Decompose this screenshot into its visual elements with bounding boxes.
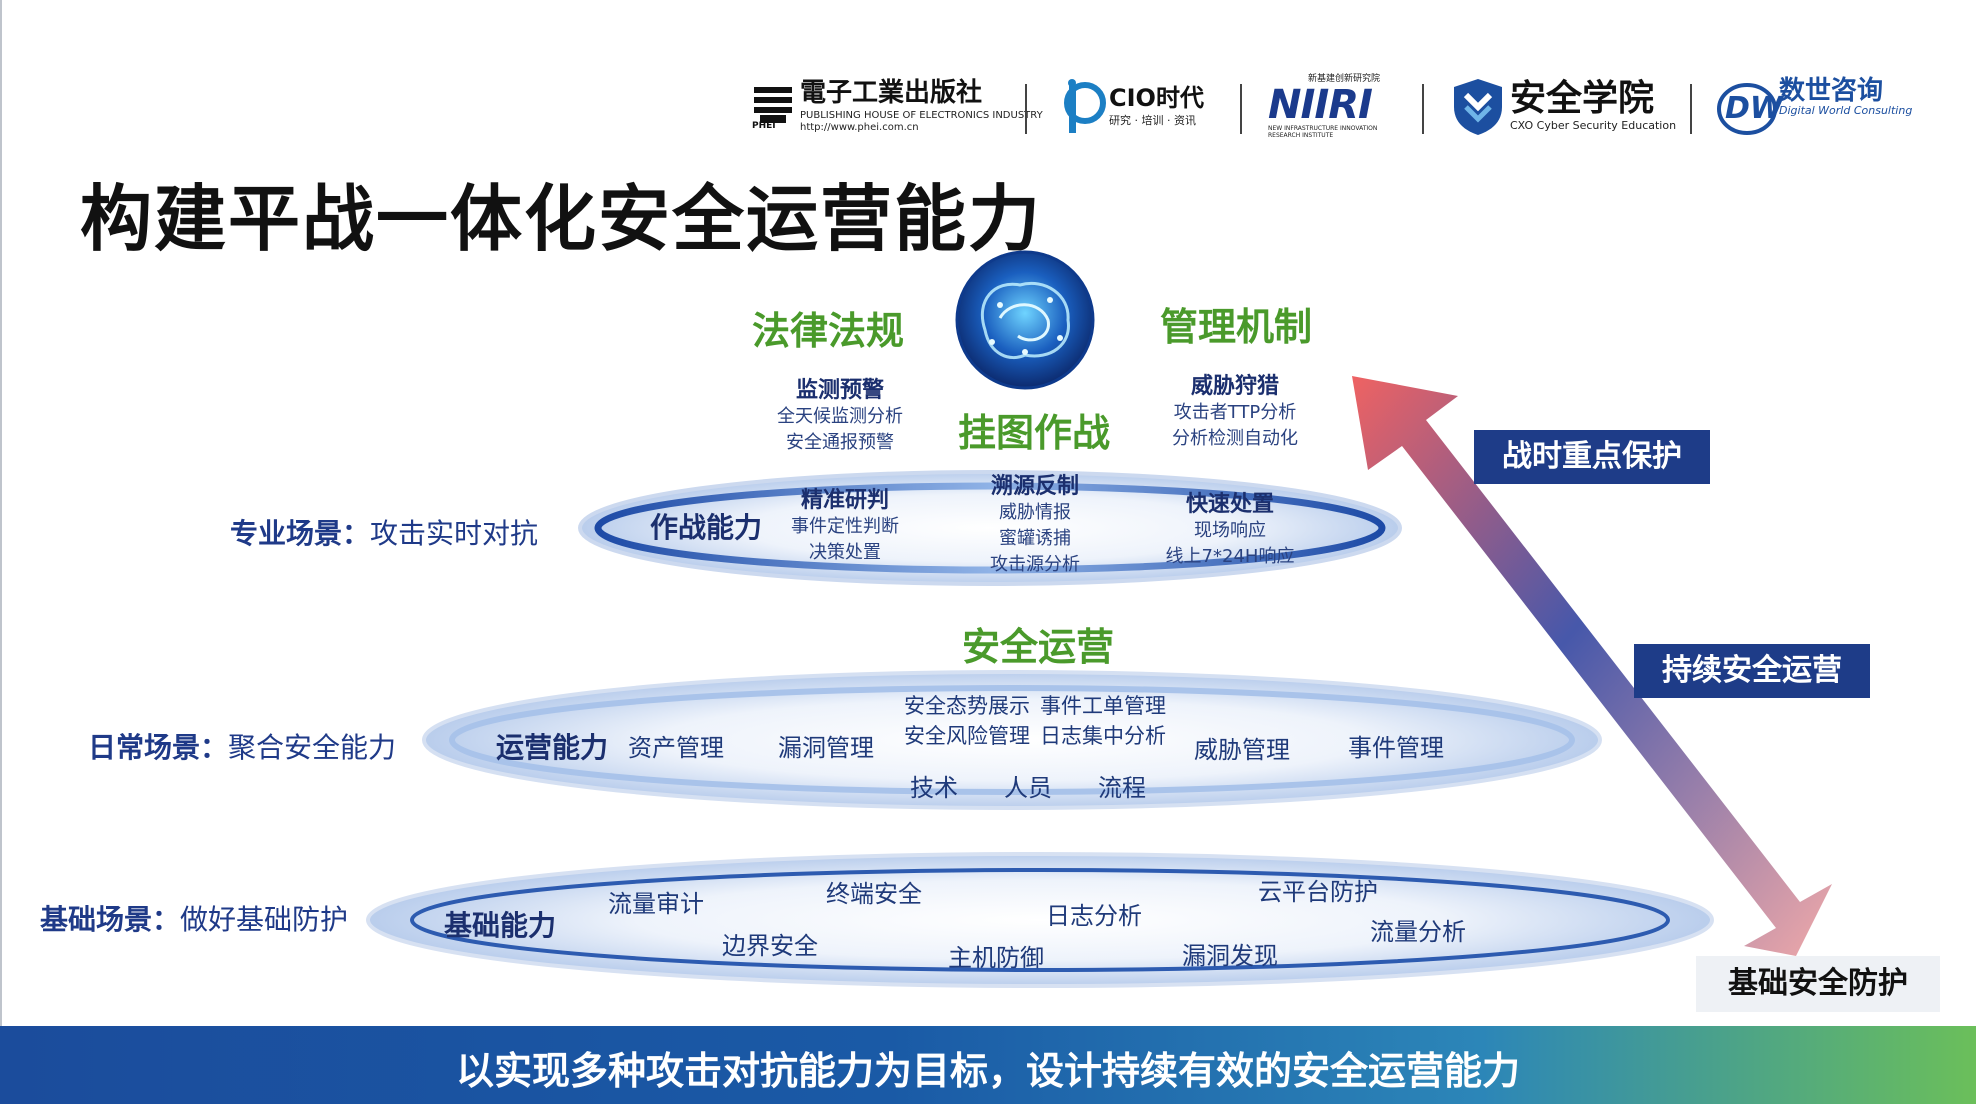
monitor-heading: 监测预警 <box>795 378 884 403</box>
vuln-discovery: 漏洞发现 <box>1182 942 1278 970</box>
process-item: 流程 <box>1098 774 1146 802</box>
phei-name: 電子工業出版社 <box>800 78 983 108</box>
trace-block: 溯源反制 威胁情报 蜜罐诱捕 攻击源分析 <box>960 468 1110 578</box>
threat-management: 威胁管理 <box>1194 736 1290 764</box>
trace-heading: 溯源反制 <box>990 474 1079 499</box>
phei-mark: PHEI <box>752 121 776 131</box>
basic-ellipse <box>366 852 1714 988</box>
host-defense: 主机防御 <box>948 944 1044 972</box>
cxo-sub: CXO Cyber Security Education <box>1510 119 1677 133</box>
footer-bar <box>0 1026 1976 1104</box>
monitor-line: 安全通报预警 <box>786 432 894 453</box>
wartime-tag: 战时重点保护 <box>1474 430 1710 484</box>
continuous-tag: 持续安全运营 <box>1634 644 1870 698</box>
daily-scene-bold: 日常场景： <box>88 731 229 764</box>
hunting-block: 威胁狩猎 攻击者TTP分析 分析检测自动化 <box>1160 368 1310 452</box>
daily-scene-label: 日常场景：聚合安全能力 <box>88 726 396 766</box>
response-line: 线上7*24H响应 <box>1165 546 1295 567</box>
pro-scene-bold: 专业场景： <box>230 517 371 550</box>
trace-line: 攻击源分析 <box>990 554 1080 575</box>
people-item: 人员 <box>1004 774 1052 802</box>
trace-line: 蜜罐诱捕 <box>999 528 1071 549</box>
endpoint-security: 终端安全 <box>826 880 922 908</box>
operation-label: 运营能力 <box>496 731 609 764</box>
pro-scene-text: 攻击实时对抗 <box>370 517 539 550</box>
phei-sub: PUBLISHING HOUSE OF ELECTRONICS INDUSTRY <box>800 110 1043 121</box>
niiri-top: 新基建创新研究院 <box>1308 74 1381 85</box>
base-protection-tag: 基础安全防护 <box>1696 956 1940 1012</box>
situation-display: 安全态势展示 <box>904 694 1030 718</box>
operation-ellipse <box>422 670 1602 810</box>
logo-separator <box>1240 84 1242 134</box>
footer-text: 以实现多种攻击对抗能力为目标，设计持续有效的安全运营能力 <box>455 1049 1520 1093</box>
brain-icon <box>955 250 1095 390</box>
ticket-management: 事件工单管理 <box>1040 694 1166 718</box>
logo-bar: PHEI 電子工業出版社 PUBLISHING HOUSE OF ELECTRO… <box>740 72 1920 142</box>
shield-icon <box>1452 77 1504 137</box>
daily-scene-text: 聚合安全能力 <box>228 731 397 764</box>
dw-mark: DW <box>1725 91 1783 126</box>
management-heading: 管理机制 <box>1160 305 1313 349</box>
basic-label: 基础能力 <box>444 909 557 942</box>
phei-logo: PHEI 電子工業出版社 PUBLISHING HOUSE OF ELECTRO… <box>752 72 1043 142</box>
research-line: 决策处置 <box>809 542 881 563</box>
dw-emblem-icon: DW <box>1715 75 1783 139</box>
dw-logo: DW 数世咨询 Digital World Consulting <box>1715 72 1912 142</box>
cio-logo: CIO时代 研究 · 培训 · 资讯 <box>1055 72 1204 142</box>
risk-management: 安全风险管理 <box>904 724 1030 748</box>
response-line: 现场响应 <box>1194 520 1266 541</box>
hunting-line: 攻击者TTP分析 <box>1173 402 1297 423</box>
base-scene-label: 基础场景：做好基础防护 <box>40 898 348 938</box>
response-block: 快速处置 现场响应 线上7*24H响应 <box>1150 486 1310 570</box>
security-ops-heading: 安全运营 <box>962 625 1115 669</box>
response-heading: 快速处置 <box>1185 492 1274 517</box>
log-analysis: 日志分析 <box>1046 902 1142 930</box>
logo-separator <box>1690 84 1692 134</box>
combat-label: 作战能力 <box>650 511 763 544</box>
pro-scene-label: 专业场景：攻击实时对抗 <box>230 512 538 552</box>
phei-emblem-icon: PHEI <box>752 83 794 131</box>
hunting-line: 分析检测自动化 <box>1172 428 1298 449</box>
dw-sub: Digital World Consulting <box>1779 104 1913 118</box>
cio-sub: 研究 · 培训 · 资讯 <box>1109 114 1196 128</box>
event-management: 事件管理 <box>1348 734 1444 762</box>
monitor-block: 监测预警 全天候监测分析 安全通报预警 <box>760 372 920 456</box>
border-security: 边界安全 <box>722 932 818 960</box>
research-line: 事件定性判断 <box>791 516 899 537</box>
vuln-management: 漏洞管理 <box>778 734 874 762</box>
base-scene-text: 做好基础防护 <box>180 903 349 936</box>
niiri-sub: NEW INFRASTRUCTURE INNOVATION RESEARCH I… <box>1268 125 1378 140</box>
cio-emblem-icon <box>1055 77 1109 137</box>
monitor-line: 全天候监测分析 <box>777 406 903 427</box>
hunting-heading: 威胁狩猎 <box>1190 374 1279 399</box>
law-heading: 法律法规 <box>752 309 905 353</box>
page-title: 构建平战一体化安全运营能力 <box>80 177 1043 261</box>
cio-name: CIO时代 <box>1109 84 1204 113</box>
combat-ellipse <box>578 470 1402 586</box>
phei-url: http://www.phei.com.cn <box>800 122 919 133</box>
research-heading: 精准研判 <box>800 488 889 513</box>
log-centralized: 日志集中分析 <box>1040 724 1166 748</box>
traffic-analysis: 流量分析 <box>1370 918 1466 946</box>
niiri-name: NIIRI <box>1268 82 1373 129</box>
logo-separator <box>1422 84 1424 134</box>
dw-name: 数世咨询 <box>1779 76 1884 107</box>
double-arrow-icon <box>1352 376 1832 956</box>
logo-separator <box>1025 84 1027 134</box>
asset-management: 资产管理 <box>628 734 724 762</box>
core-heading: 挂图作战 <box>958 411 1111 455</box>
base-scene-bold: 基础场景： <box>40 903 181 936</box>
niiri-logo: 新基建创新研究院 NIIRI NEW INFRASTRUCTURE INNOVA… <box>1268 72 1388 142</box>
cloud-protection: 云平台防护 <box>1258 878 1378 906</box>
left-border <box>0 0 2 1026</box>
cxo-logo: 安全学院 CXO Cyber Security Education <box>1452 72 1676 142</box>
research-block: 精准研判 事件定性判断 决策处置 <box>770 482 920 566</box>
cxo-name: 安全学院 <box>1510 78 1655 120</box>
tech-item: 技术 <box>910 774 958 802</box>
traffic-audit: 流量审计 <box>608 890 704 918</box>
trace-line: 威胁情报 <box>999 502 1071 523</box>
